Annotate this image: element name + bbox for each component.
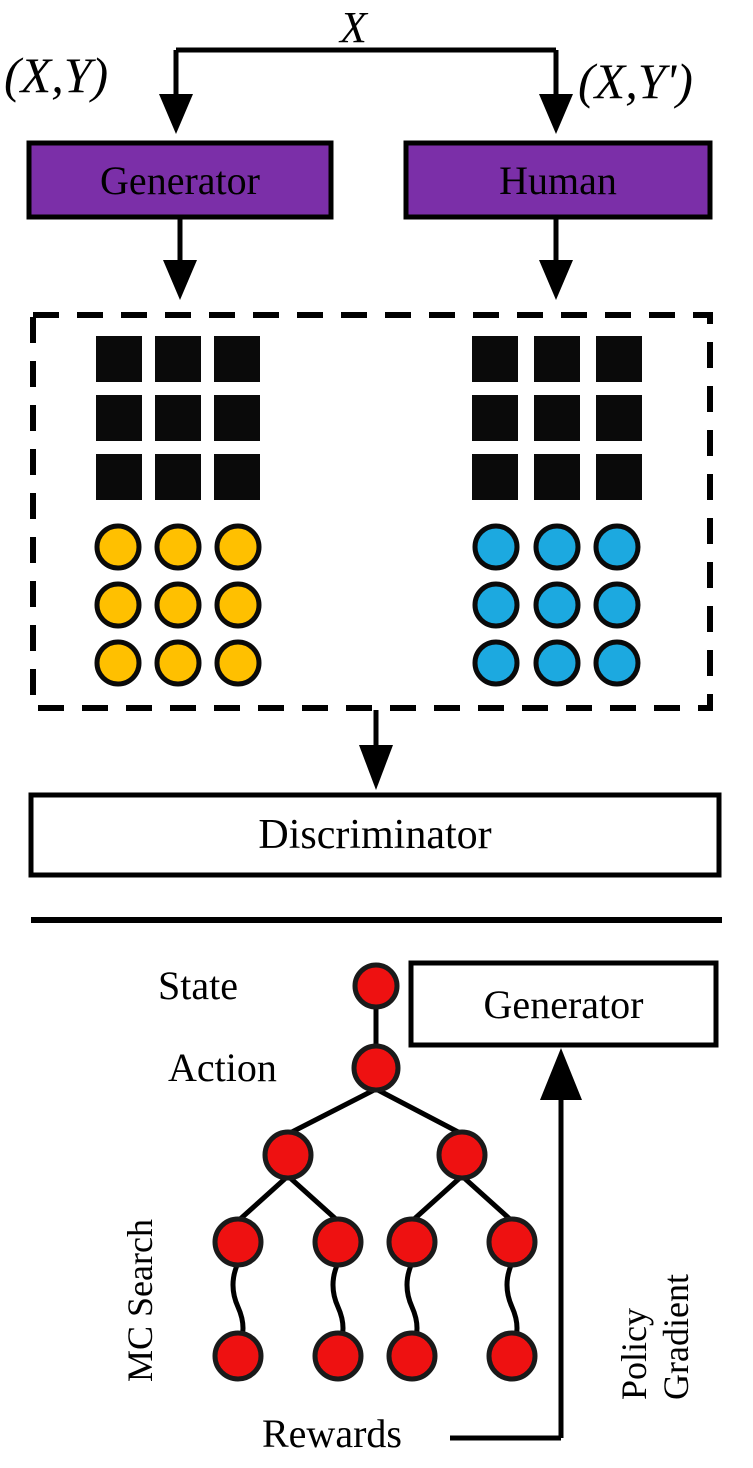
tree-node-leaf-4 — [486, 1216, 538, 1268]
tree-node-action — [351, 1043, 401, 1093]
tree-node-state — [352, 962, 400, 1010]
tree-node-rollout-2 — [312, 1330, 364, 1382]
tree-node-leaf-3 — [386, 1216, 438, 1268]
generator-box-top-label: Generator — [100, 157, 260, 203]
arrowhead-to-human — [539, 94, 573, 134]
sample-pool-dashed-box — [30, 312, 713, 711]
human-box-label: Human — [499, 157, 617, 203]
tree-node-leaf-2 — [312, 1216, 364, 1268]
policy-gradient-feedback-path — [450, 1048, 582, 1441]
tree-node-branch-right — [436, 1129, 488, 1181]
policy-gradient-label: Policy Gradient — [614, 1274, 696, 1400]
tree-node-rollout-3 — [386, 1330, 438, 1382]
action-label: Action — [168, 1045, 277, 1090]
rewards-label: Rewards — [262, 1411, 402, 1456]
state-label: State — [158, 963, 238, 1008]
generated-sample-circles — [94, 523, 262, 687]
right-pair-label: (X,Y') — [578, 53, 693, 109]
tree-node-leaf-1 — [212, 1216, 264, 1268]
left-pair-label: (X,Y) — [4, 47, 109, 103]
generator-box-bottom — [408, 960, 719, 1048]
mc-search-label: MC Search — [120, 1219, 160, 1382]
tree-node-branch-left — [262, 1129, 314, 1181]
discriminator-box — [28, 792, 722, 878]
generator-box-top — [26, 140, 334, 220]
human-sample-circles — [472, 523, 641, 687]
left-token-squares — [96, 336, 260, 500]
arrowhead-to-generator — [159, 94, 193, 134]
generator-box-bottom-label: Generator — [483, 981, 644, 1027]
tree-node-rollout-1 — [212, 1330, 264, 1382]
mc-search-tree-nodes — [212, 962, 538, 1382]
pool-to-discriminator-arrow — [359, 710, 393, 790]
generator-to-pool-arrow — [163, 219, 197, 300]
shared-input-label: X — [340, 3, 367, 52]
discriminator-box-label: Discriminator — [258, 812, 492, 858]
shared-input-bus — [159, 47, 573, 134]
tree-node-rollout-4 — [486, 1330, 538, 1382]
human-to-pool-arrow — [539, 219, 573, 300]
arrowhead-to-generator-bottom — [540, 1048, 582, 1100]
human-box — [403, 140, 713, 220]
right-token-squares — [472, 336, 642, 500]
